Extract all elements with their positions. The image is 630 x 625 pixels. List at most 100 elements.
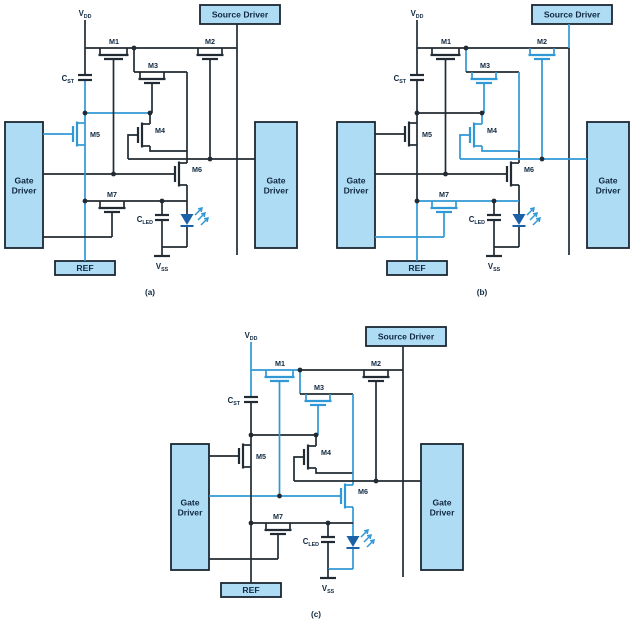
ref-label: REF bbox=[76, 263, 93, 273]
net-label-vdd: VDD bbox=[79, 9, 92, 20]
gate-driver-right-label-1: Gate bbox=[598, 176, 617, 186]
led-ray-3-head bbox=[535, 216, 542, 223]
led-triangle bbox=[512, 214, 526, 225]
label-M1: M1 bbox=[275, 359, 285, 368]
led-ray-1 bbox=[194, 207, 203, 216]
wire-w_m4_gatewrap bbox=[459, 134, 470, 159]
net-label-cst: CST bbox=[394, 74, 407, 85]
net-label-cst: CST bbox=[62, 74, 75, 85]
junction-dot-3 bbox=[443, 171, 448, 177]
source-driver-rect bbox=[531, 4, 613, 25]
gate-driver-right-label-2: Driver bbox=[264, 186, 289, 196]
transistor-M1: M1 bbox=[430, 37, 461, 61]
label-M1: M1 bbox=[109, 37, 119, 46]
led-ray-2 bbox=[197, 212, 206, 221]
transistor-M6: M6 bbox=[505, 161, 534, 187]
gate-driver-right-label-2: Driver bbox=[596, 186, 621, 196]
gate-driver-left-label-2: Driver bbox=[344, 186, 369, 196]
transistor-M7: M7 bbox=[264, 512, 292, 536]
led-ray-1-head bbox=[529, 206, 536, 213]
label-M5: M5 bbox=[90, 130, 100, 139]
source-driver-box: Source Driver bbox=[531, 4, 613, 25]
gate-driver-left-rect bbox=[336, 121, 376, 249]
label-M4: M4 bbox=[321, 448, 331, 457]
label-M6: M6 bbox=[192, 165, 202, 174]
variant-label-c: (c) bbox=[311, 610, 321, 619]
wire-w_m4_srcwrap bbox=[149, 146, 187, 152]
junction-dot-4 bbox=[539, 156, 545, 162]
net-label-vdd: VDD bbox=[245, 331, 258, 342]
transistor-M5: M5 bbox=[237, 443, 266, 469]
label-M4: M4 bbox=[155, 126, 165, 135]
label-M4: M4 bbox=[487, 126, 497, 135]
transistor-M4: M4 bbox=[136, 122, 165, 148]
led-symbol bbox=[512, 206, 542, 227]
capacitor-C_ST bbox=[244, 395, 258, 404]
junction-dot-3 bbox=[277, 493, 282, 499]
transistor-M3: M3 bbox=[470, 61, 498, 85]
led-ray-1-head bbox=[197, 206, 204, 213]
gate-driver-left-label-1: Gate bbox=[346, 176, 365, 186]
junction-dot-5 bbox=[414, 198, 420, 204]
source-driver-box: Source Driver bbox=[365, 326, 447, 347]
transistor-M3: M3 bbox=[138, 61, 166, 85]
gate-driver-right-label-1: Gate bbox=[432, 498, 451, 508]
gate-driver-left-rect bbox=[4, 121, 44, 249]
gate-driver-right-rect bbox=[420, 443, 464, 571]
source-driver-label: Source Driver bbox=[212, 10, 269, 20]
label-M3: M3 bbox=[480, 61, 490, 70]
label-M5: M5 bbox=[422, 130, 432, 139]
net-label-cst: CST bbox=[228, 396, 241, 407]
transistor-M2: M2 bbox=[196, 37, 224, 61]
led-ray-1 bbox=[360, 529, 369, 538]
label-M2: M2 bbox=[537, 37, 547, 46]
transistor-M2: M2 bbox=[362, 359, 390, 383]
transistor-M3: M3 bbox=[304, 383, 332, 407]
gate-driver-left-label-2: Driver bbox=[12, 186, 37, 196]
junction-dot-0 bbox=[463, 45, 469, 51]
transistor-M4: M4 bbox=[302, 444, 331, 470]
transistor-M6: M6 bbox=[339, 483, 368, 509]
led-ray-3 bbox=[200, 217, 209, 226]
source-driver-label: Source Driver bbox=[544, 10, 601, 20]
junction-dot-5 bbox=[248, 520, 254, 526]
transistor-M1: M1 bbox=[98, 37, 129, 61]
label-M2: M2 bbox=[205, 37, 215, 46]
net-label-vdd: VDD bbox=[411, 9, 424, 20]
ref-label: REF bbox=[242, 585, 259, 595]
led-symbol bbox=[180, 206, 210, 227]
label-M6: M6 bbox=[524, 165, 534, 174]
junction-dot-1 bbox=[248, 432, 254, 438]
transistor-M7: M7 bbox=[98, 190, 126, 214]
led-ray-3 bbox=[366, 539, 375, 548]
ref-label: REF bbox=[408, 263, 425, 273]
capacitor-C_ST bbox=[410, 73, 424, 82]
wire-w_m4_srcwrap bbox=[315, 468, 353, 474]
led-ray-2-head bbox=[532, 211, 539, 218]
variant-label-b: (b) bbox=[477, 288, 488, 297]
led-ray-2 bbox=[363, 534, 372, 543]
ref-box: REF bbox=[54, 260, 116, 276]
source-driver-box: Source Driver bbox=[199, 4, 281, 25]
transistor-M4: M4 bbox=[468, 122, 497, 148]
led-symbol bbox=[346, 528, 376, 549]
transistor-M5: M5 bbox=[403, 121, 432, 147]
junction-dot-3 bbox=[111, 171, 116, 177]
junction-dot-6 bbox=[325, 520, 331, 526]
transistor-M1: M1 bbox=[264, 359, 295, 383]
junction-dot-0 bbox=[131, 45, 137, 51]
net-label-vss: VSS bbox=[156, 262, 169, 273]
capacitor-C_LED bbox=[487, 213, 501, 222]
led-ray-1 bbox=[526, 207, 535, 216]
led-triangle bbox=[180, 214, 194, 225]
